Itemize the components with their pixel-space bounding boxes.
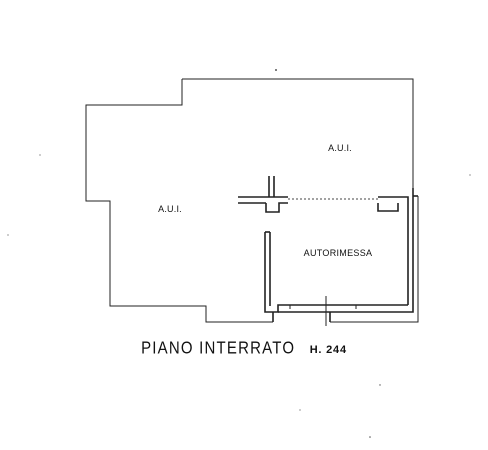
garage-door: [289, 296, 357, 326]
wall-stub-upper: [238, 176, 288, 213]
scan-specks: [7, 69, 471, 438]
plan-caption-height: H. 244: [309, 344, 347, 356]
plan-caption: PIANO INTERRATO H. 244: [0, 338, 488, 359]
room-label-aui-top: A.U.I.: [328, 143, 352, 153]
outer-outline-right: [182, 78, 414, 188]
plan-caption-title: PIANO INTERRATO: [141, 338, 296, 359]
room-label-aui-left: A.U.I.: [158, 204, 182, 214]
room-label-garage: AUTORIMESSA: [304, 248, 373, 258]
outer-outline: [85, 79, 273, 323]
outer-outline-right-lower: [330, 196, 419, 323]
wall-stub-right: [377, 188, 418, 309]
garage-walls: [264, 231, 414, 322]
